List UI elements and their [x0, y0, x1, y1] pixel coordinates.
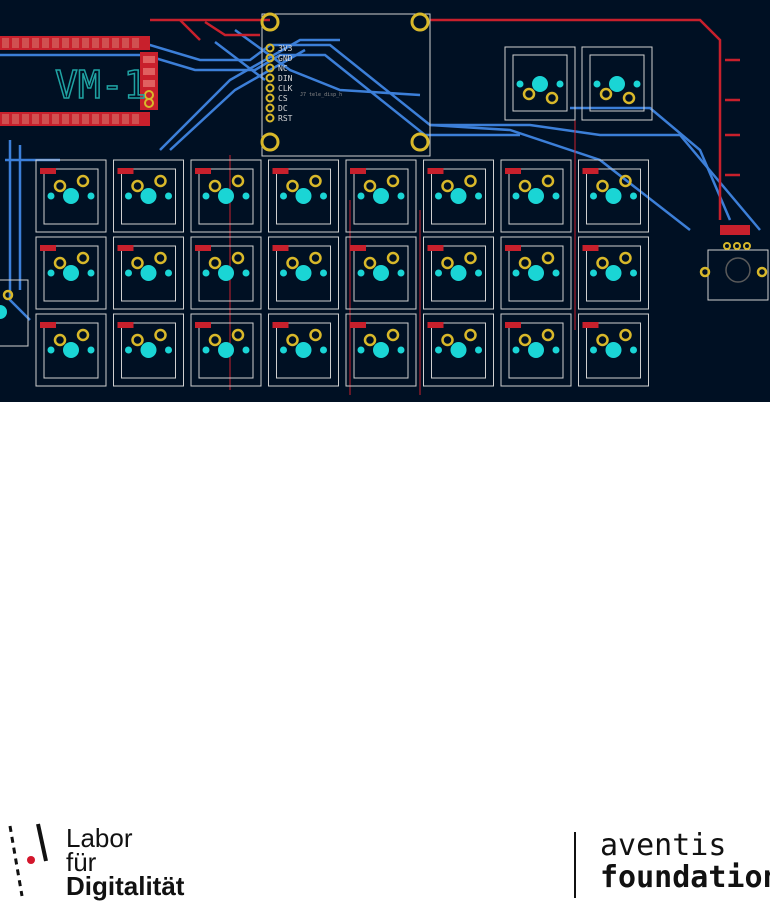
- left-partial-switch: [0, 279, 29, 347]
- key-switch: [190, 236, 262, 310]
- labor-fuer-digitalitaet-logo: Labor für Digitalität: [66, 823, 185, 901]
- header-pin-4: DIN: [278, 74, 293, 83]
- key-switch: [113, 236, 184, 310]
- pcb-layout-view: VM-1 3V3 GND NC DIN CLK CS DC RST J7 tel…: [0, 0, 770, 402]
- rotary-encoder: [699, 225, 769, 301]
- key-switch: [345, 159, 417, 233]
- key-switch: [500, 159, 572, 233]
- key-switch: [500, 236, 572, 310]
- header-pin-8: RST: [278, 114, 293, 123]
- aventis-divider: [574, 832, 576, 898]
- key-switch: [578, 236, 649, 310]
- labor-line-2: für: [66, 847, 97, 877]
- key-switch: [345, 313, 417, 387]
- header-pin-5: CLK: [278, 84, 293, 93]
- header-pin-7: DC: [278, 104, 288, 113]
- board-label: VM-1: [55, 63, 147, 107]
- footer-logos: Labor für Digitalität aventis foundation: [0, 402, 770, 899]
- aventis-line-2: foundation: [600, 860, 770, 895]
- aventis-foundation-logo: aventis foundation: [600, 830, 770, 894]
- key-switch: [35, 236, 107, 310]
- key-switch: [423, 159, 494, 233]
- key-switch: [578, 159, 649, 233]
- extra-switches: [504, 46, 653, 121]
- key-switch: [268, 236, 339, 310]
- header-caption: J7 tele_disp_h: [300, 92, 342, 98]
- display-header: 3V3 GND NC DIN CLK CS DC RST J7 tele_dis…: [260, 12, 431, 157]
- key-switch: [190, 313, 262, 387]
- header-pin-3: NC: [278, 64, 288, 73]
- key-switch: [423, 313, 494, 387]
- key-switch: [500, 313, 572, 387]
- key-switch: [423, 236, 494, 310]
- key-switch: [268, 159, 339, 233]
- key-switch: [113, 313, 184, 387]
- header-pin-1: 3V3: [278, 44, 293, 53]
- labor-logo-icon: [8, 823, 48, 897]
- pcb-canvas: VM-1 3V3 GND NC DIN CLK CS DC RST J7 tel…: [0, 12, 769, 395]
- labor-line-1: Labor: [66, 823, 133, 853]
- header-pin-2: GND: [278, 54, 293, 63]
- header-pin-6: CS: [278, 94, 288, 103]
- key-switch: [268, 313, 339, 387]
- labor-line-3: Digitalität: [66, 871, 185, 901]
- mcu-module: [0, 36, 158, 126]
- aventis-line-1: aventis: [600, 828, 727, 863]
- key-switch: [578, 313, 649, 387]
- key-switch: [35, 313, 107, 387]
- key-switch-grid: [35, 159, 649, 387]
- key-switch: [35, 159, 107, 233]
- key-switch: [113, 159, 184, 233]
- key-switch: [190, 159, 262, 233]
- key-switch: [345, 236, 417, 310]
